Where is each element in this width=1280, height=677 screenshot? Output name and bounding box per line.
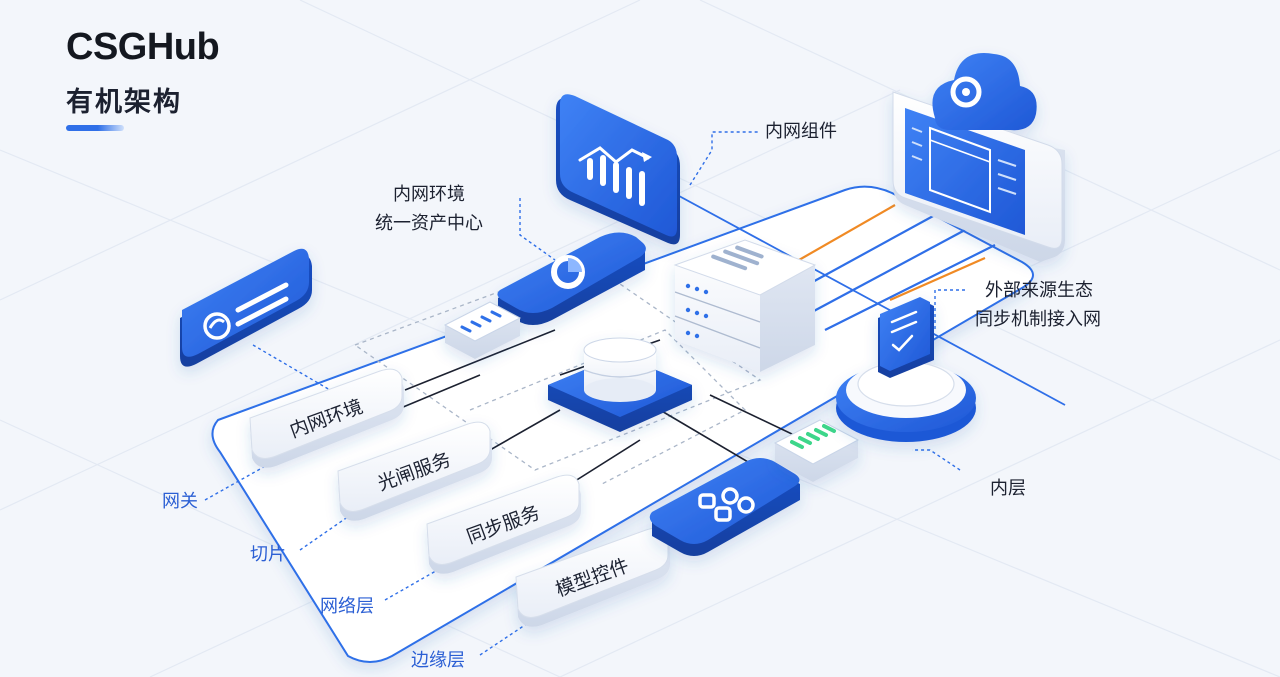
connectors [359,189,1066,501]
bar-chart-trend-icon [556,94,680,245]
server-rack-icon [673,239,817,372]
callout-external-sync: 外部来源生态 同步机制接入网 [975,276,1101,334]
page-subtitle: 有机架构 [66,87,182,117]
callout-intranet-env-line1: 内网环境 [393,184,465,204]
service-chip-3[interactable]: 同步服务 [426,474,581,574]
callout-inner-layer: 内层 [990,478,1026,498]
small-module-icon [443,301,522,359]
callout-intranet-components: 内网组件 [765,121,837,141]
gateway-card-icon [180,248,312,367]
layer-label-slice: 切片 [250,544,286,564]
status-bar-icon [773,419,860,482]
title-accent-bar [66,125,124,131]
pie-chart-icon [497,232,646,325]
layer-label-network: 网络层 [320,596,374,616]
callout-external-sync-line1: 外部来源生态 [985,280,1093,300]
document-check-icon [836,297,976,442]
callout-intranet-env-line2: 统一资产中心 [375,213,483,233]
callout-intranet-env: 内网环境 统一资产中心 [364,180,494,238]
callout-external-sync-line2: 同步机制接入网 [975,309,1101,329]
page-title: CSGHub [66,26,220,68]
service-chip-2[interactable]: 光闸服务 [337,421,492,521]
layer-label-gateway: 网关 [162,491,198,511]
service-chip-1[interactable]: 内网环境 [249,368,404,468]
modules-grid-icon [649,458,800,556]
layer-label-edge: 边缘层 [411,650,465,670]
service-chip-4[interactable]: 模型控件 [515,527,670,627]
cloud-monitor-icon [892,53,1065,262]
database-cylinder-icon [548,337,692,432]
